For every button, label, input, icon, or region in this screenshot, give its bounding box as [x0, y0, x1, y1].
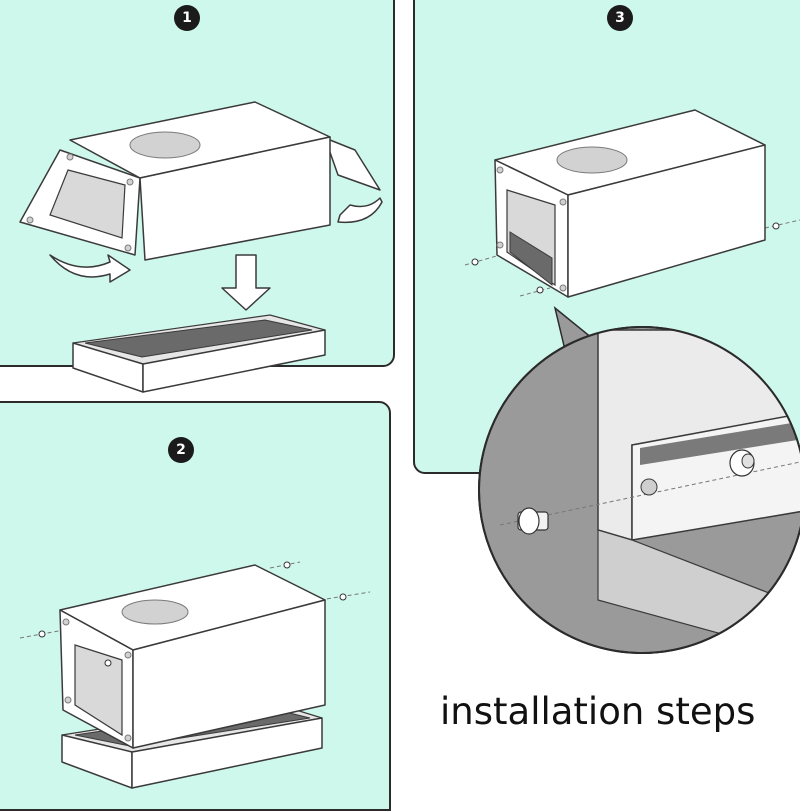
box-front — [567, 144, 766, 298]
zoom-detail — [478, 326, 800, 654]
screw-icon — [283, 561, 291, 569]
screw-icon — [339, 593, 347, 601]
caption-text: installation steps — [440, 690, 756, 733]
curved-arrow-icon — [337, 197, 383, 224]
right-end-flap — [324, 137, 381, 191]
step-2-illustration — [19, 561, 371, 789]
step-1-badge: 1 — [174, 5, 200, 31]
box-front — [139, 136, 331, 261]
screw-icon — [471, 258, 479, 266]
arrow-down-icon — [221, 254, 271, 311]
step-3-badge: 3 — [607, 5, 633, 31]
screw-icon — [772, 222, 780, 230]
screw-icon — [517, 507, 549, 535]
step-1-illustration — [19, 101, 383, 393]
box-front — [132, 599, 326, 749]
screw-icon — [38, 630, 46, 638]
step-3-illustration — [464, 109, 800, 298]
curved-arrow-icon — [49, 254, 131, 283]
step-2-badge: 2 — [168, 437, 194, 463]
screw-icon — [536, 286, 544, 294]
heatsink-front — [142, 329, 326, 393]
screw-icon — [729, 449, 755, 477]
